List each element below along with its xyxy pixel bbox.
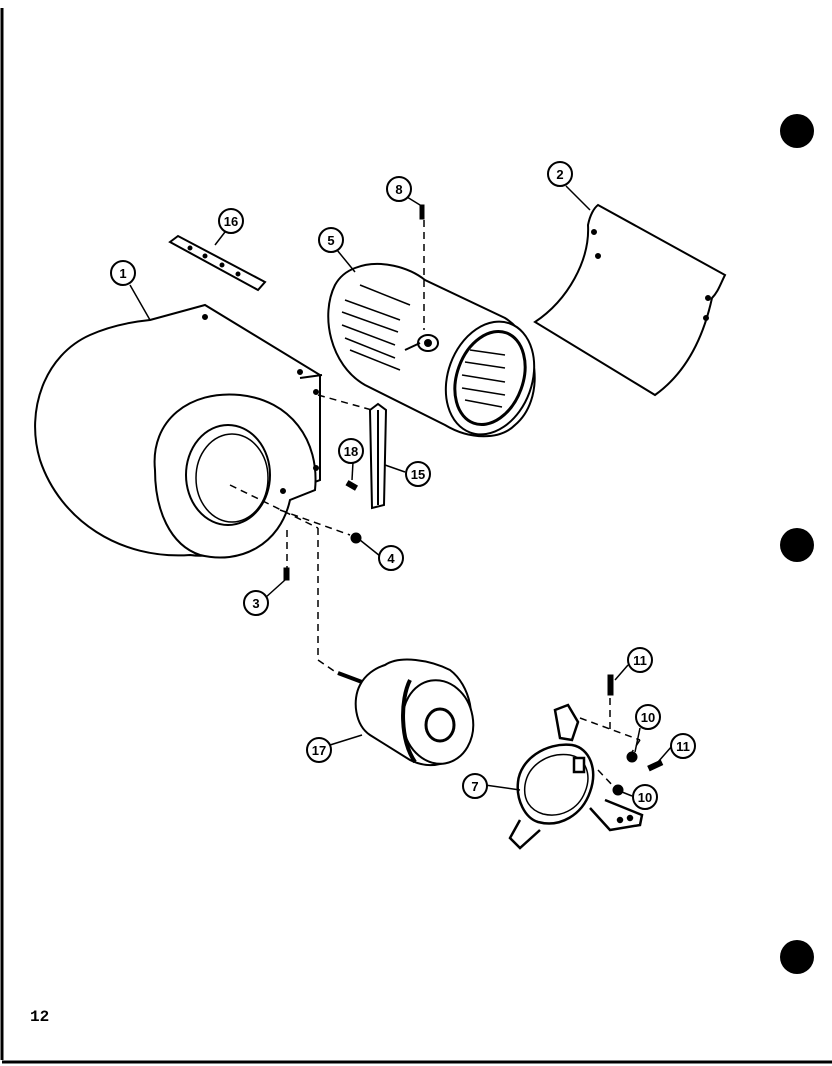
cutoff-panel (533, 203, 727, 397)
support-bar (368, 402, 388, 510)
svg-text:4: 4 (387, 551, 395, 566)
callout-3: 3 (243, 590, 269, 616)
svg-text:2: 2 (556, 167, 563, 182)
callout-16: 16 (218, 208, 244, 234)
svg-text:3: 3 (252, 596, 259, 611)
assembly-lines (229, 220, 641, 789)
svg-text:17: 17 (312, 743, 326, 758)
svg-text:1: 1 (119, 266, 126, 281)
svg-text:10: 10 (638, 790, 652, 805)
callout-10-lower: 10 (632, 784, 658, 810)
bracket-strip (168, 234, 267, 292)
callout-10-upper: 10 (635, 704, 661, 730)
callout-18: 18 (338, 438, 364, 464)
leader-lines (129, 185, 673, 797)
svg-text:10: 10 (641, 710, 655, 725)
callout-17: 17 (306, 737, 332, 763)
motor-mount (508, 703, 644, 850)
callout-15: 15 (405, 461, 431, 487)
callout-5: 5 (318, 227, 344, 253)
callout-2: 2 (547, 161, 573, 187)
binder-hole-middle (780, 528, 814, 562)
motor (337, 658, 475, 766)
svg-text:11: 11 (676, 739, 690, 754)
blower-wheel (327, 263, 536, 438)
page-frame (0, 8, 832, 1064)
callout-11-upper: 11 (627, 647, 653, 673)
binder-hole-bottom (780, 940, 814, 974)
svg-text:7: 7 (471, 779, 478, 794)
callout-1: 1 (110, 260, 136, 286)
blower-housing (34, 303, 323, 559)
svg-text:15: 15 (411, 467, 425, 482)
callout-7: 7 (462, 773, 488, 799)
svg-text:5: 5 (327, 233, 334, 248)
hardware (283, 204, 664, 796)
binder-holes (780, 114, 814, 974)
svg-text:18: 18 (344, 444, 358, 459)
callout-11-lower: 11 (670, 733, 696, 759)
svg-text:11: 11 (633, 653, 647, 668)
callout-4: 4 (378, 545, 404, 571)
callout-8: 8 (386, 176, 412, 202)
page-number: 12 (30, 1008, 50, 1026)
svg-text:16: 16 (224, 214, 238, 229)
binder-hole-top (780, 114, 814, 148)
svg-text:8: 8 (395, 182, 402, 197)
